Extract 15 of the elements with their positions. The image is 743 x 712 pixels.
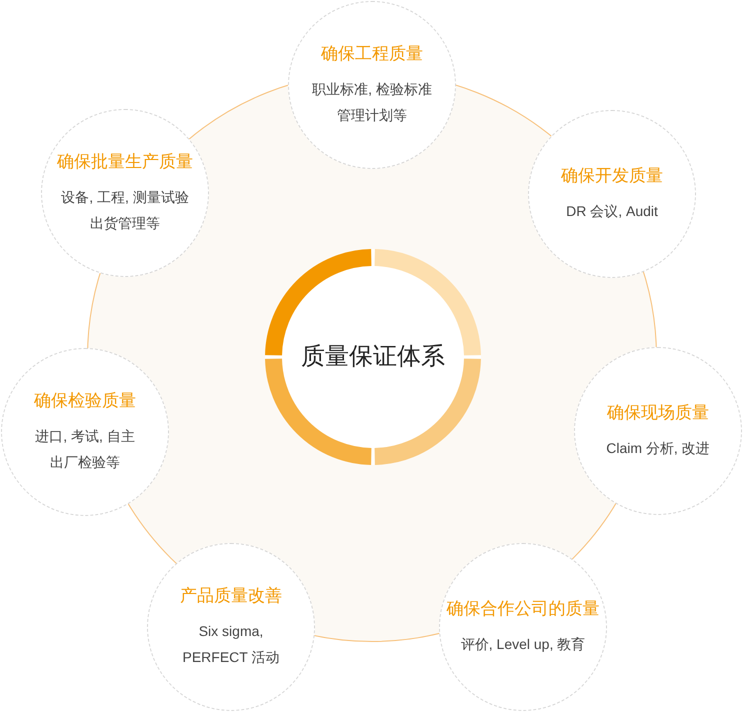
circle-text: DR 会议, Audit [566, 202, 658, 221]
circle-title: 确保批量生产质量 [57, 151, 193, 173]
circle-text: 设备, 工程, 测量试验出货管理等 [60, 188, 190, 233]
circle-text: 评价, Level up, 教育 [460, 635, 586, 654]
center-title: 质量保证体系 [301, 342, 445, 372]
circle-title: 确保开发质量 [561, 165, 663, 187]
circle-title: 产品质量改善 [180, 585, 282, 607]
circle-text: 进口, 考试, 自主出厂检验等 [34, 427, 136, 472]
circle-title: 确保检验质量 [34, 390, 136, 412]
circle-title: 确保现场质量 [607, 402, 709, 424]
circle-title: 确保工程质量 [321, 43, 423, 65]
circle-text: Six sigma, PERFECT 活动 [182, 622, 280, 667]
circle-text: Claim 分析, 改进 [606, 439, 710, 458]
circle-text: 职业标准, 检验标准管理计划等 [311, 80, 433, 125]
circle-title: 确保合作公司的质量 [446, 598, 600, 620]
